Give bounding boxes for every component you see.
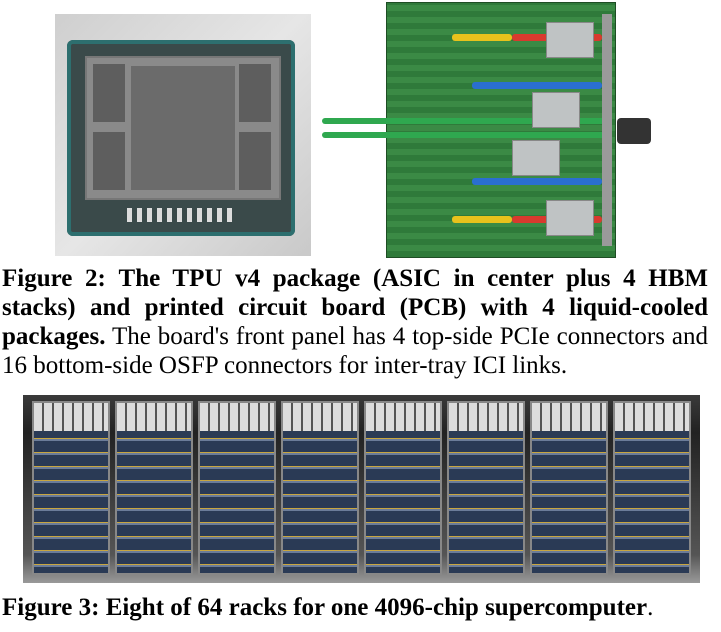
- figure-3-period: .: [647, 594, 654, 621]
- package-pads: [127, 208, 237, 222]
- tpu-package-photo: [55, 14, 311, 256]
- cold-plate: [512, 140, 560, 176]
- figure-2-text: The board's front panel has 4 top-side P…: [2, 323, 708, 379]
- coolant-pipe: [472, 82, 602, 89]
- rack-top-units: [615, 403, 690, 431]
- server-rack: [114, 401, 193, 575]
- server-rack: [447, 401, 526, 575]
- hbm-stack: [93, 132, 125, 190]
- asic-die: [131, 66, 235, 190]
- coolant-hose: [322, 132, 612, 138]
- package-lid: [85, 56, 281, 200]
- figure-3-caption: Figure 3: Eight of 64 racks for one 4096…: [2, 593, 708, 622]
- cold-plate: [546, 200, 594, 236]
- rack-top-units: [366, 403, 441, 431]
- racks-photo: [23, 395, 700, 583]
- cold-plate: [546, 22, 594, 58]
- coolant-pipe: [472, 178, 602, 185]
- coolant-pipe: [452, 216, 512, 223]
- manifold: [602, 14, 612, 246]
- pump-connector: [617, 118, 651, 144]
- hbm-stack: [239, 132, 271, 190]
- rack-top-units: [116, 403, 191, 431]
- figure-3-bold-text: Eight of 64 racks for one 4096-chip supe…: [105, 594, 648, 621]
- package-substrate: [67, 40, 295, 236]
- figure-2-caption: Figure 2: The TPU v4 package (ASIC in ce…: [2, 264, 708, 380]
- cold-plate: [532, 92, 580, 128]
- server-rack: [197, 401, 276, 575]
- server-rack: [31, 401, 110, 575]
- hbm-stack: [239, 64, 271, 122]
- server-rack: [364, 401, 443, 575]
- rack-top-units: [33, 403, 108, 431]
- rack-top-units: [199, 403, 274, 431]
- rack-top-units: [282, 403, 357, 431]
- figure-2-bold-text: The TPU v4 package (ASIC in center plus …: [2, 265, 709, 350]
- server-rack: [530, 401, 609, 575]
- figure-2-label: Figure 2:: [2, 265, 106, 292]
- server-rack: [613, 401, 692, 575]
- coolant-hose: [322, 118, 612, 124]
- figure-3-label: Figure 3:: [2, 594, 100, 621]
- rack-top-units: [532, 403, 607, 431]
- server-rack: [280, 401, 359, 575]
- coolant-pipe: [452, 34, 512, 41]
- pcb-photo: [322, 0, 705, 258]
- hbm-stack: [93, 64, 125, 122]
- rack-top-units: [449, 403, 524, 431]
